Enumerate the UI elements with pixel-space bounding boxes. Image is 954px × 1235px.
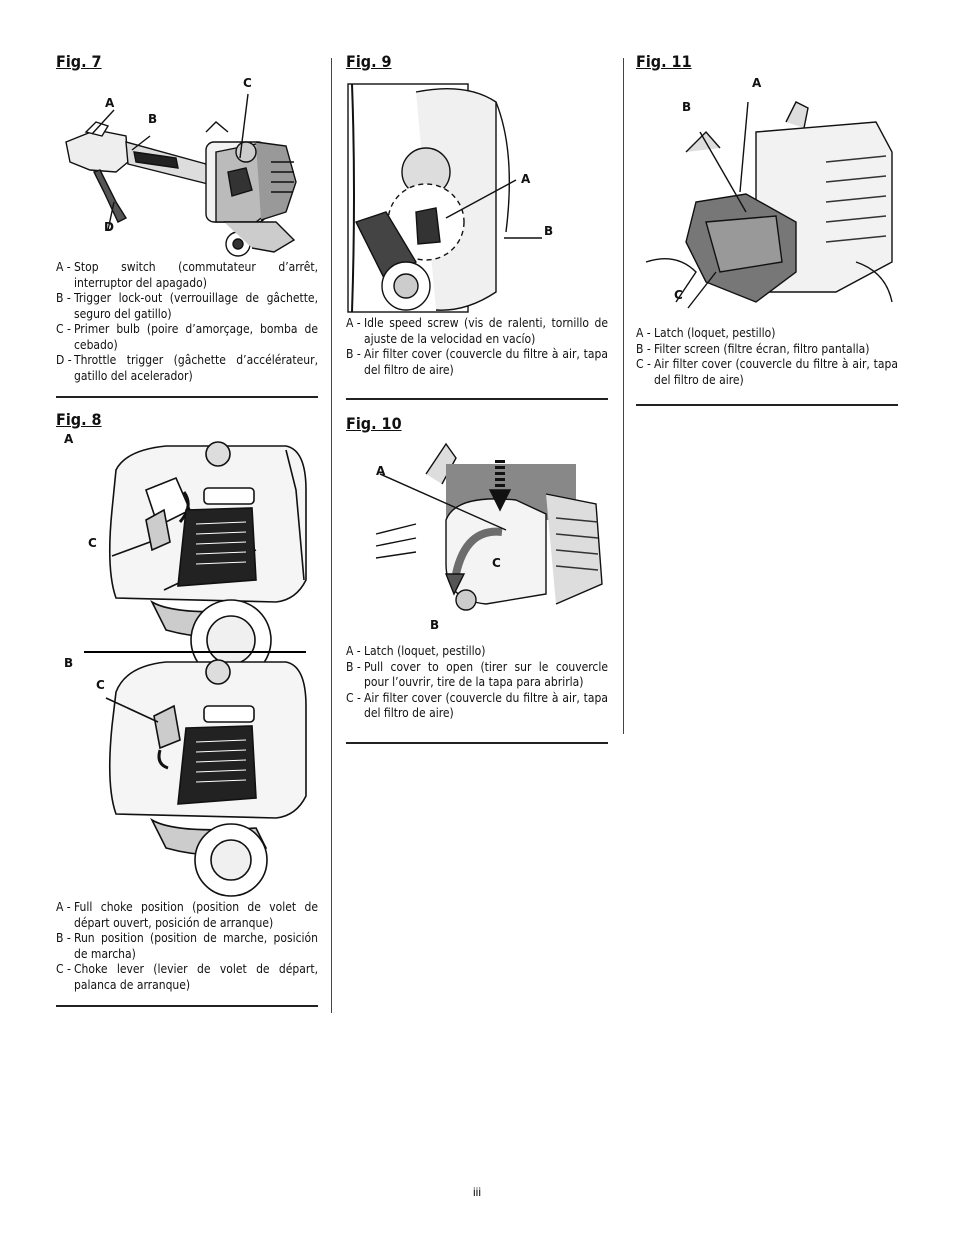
legend-item: B -Run position (position de marche, pos… (56, 931, 318, 961)
legend-item: B -Air filter cover (couvercle du filtre… (346, 347, 608, 377)
section-divider (636, 404, 898, 406)
fig10-title: Fig. 10 (346, 414, 402, 433)
fig11-label-b: B (682, 100, 692, 114)
fig9-legend: A -Idle speed screw (vis de ralenti, tor… (346, 316, 608, 378)
fig9-illustration: A B (346, 72, 608, 316)
fig7-illustration: A B C D (56, 72, 318, 260)
legend-item: B -Pull cover to open (tirer sur le couv… (346, 659, 608, 690)
legend-item: A -Idle speed screw (vis de ralenti, tor… (346, 316, 608, 346)
fig10-legend: A -Latch (loquet, pestillo) B -Pull cove… (346, 644, 608, 722)
legend-item: B -Filter screen (filtre écran, filtro p… (636, 341, 870, 356)
fig7-legend: A -Stop switch (commutateur d’arrêt, int… (56, 260, 318, 384)
fig11-legend: A -Latch (loquet, pestillo) B -Filter sc… (636, 326, 898, 388)
column-middle: Fig. 9 A B A -Idle speed screw (vis de r… (346, 52, 608, 744)
fig7-label-a: A (105, 96, 115, 110)
fig9-title: Fig. 9 (346, 52, 392, 71)
fig8-title: Fig. 8 (56, 410, 102, 429)
fig8-legend: A -Full choke position (position de vole… (56, 900, 318, 993)
legend-item: D -Throttle trigger (gâchette d’accéléra… (56, 353, 318, 383)
fig11-illustration: A B C (636, 72, 898, 316)
idle-screw-illustration (347, 83, 542, 313)
column-divider-2 (623, 58, 624, 734)
string-trimmer-illustration (65, 93, 297, 257)
fig11-label-c: C (674, 288, 683, 302)
fig7-title: Fig. 7 (56, 52, 102, 71)
fig9-label-b: B (544, 224, 554, 238)
section-divider (56, 1005, 318, 1007)
legend-item: C -Air filter cover (couvercle du filtre… (636, 357, 898, 387)
fig10-label-b: B (430, 618, 440, 632)
column-right: Fig. 11 A B C A -Latch (loquet (636, 52, 898, 406)
legend-item: A -Full choke position (position de vole… (56, 900, 318, 930)
legend-item: C -Choke lever (levier de volet de dépar… (56, 962, 318, 992)
fig11-label-a: A (752, 76, 762, 90)
fig7-label-b: B (148, 112, 158, 126)
fig10-label-c: C (492, 556, 501, 570)
section-divider (346, 741, 608, 744)
fig8-label-c-bottom: C (96, 678, 105, 692)
legend-item: C -Primer bulb (poire d’amorçage, bomba … (56, 322, 318, 352)
column-divider-1 (331, 58, 332, 1013)
section-divider (56, 396, 318, 398)
legend-item: B -Trigger lock-out (verrouillage de gâc… (56, 291, 318, 321)
fig7-label-c: C (243, 76, 252, 90)
choke-lever-illustration (84, 441, 307, 897)
legend-item: A -Latch (loquet, pestillo) (636, 326, 776, 340)
fig8-label-c-top: C (88, 536, 97, 550)
legend-item: A -Stop switch (commutateur d’arrêt, int… (56, 260, 318, 290)
section-divider (346, 398, 608, 400)
page-number: iii (473, 1185, 481, 1199)
air-filter-cover-open-illustration (375, 442, 603, 611)
fig8-illustration: A C B C (56, 430, 318, 900)
column-left: Fig. 7 (56, 52, 318, 1007)
legend-item: A -Latch (loquet, pestillo) (346, 644, 486, 658)
fig11-title: Fig. 11 (636, 52, 692, 71)
legend-item: C -Air filter cover (couvercle du filtre… (346, 690, 608, 721)
filter-screen-illustration (645, 101, 893, 309)
fig8-label-b: B (64, 656, 74, 670)
fig10-label-a: A (376, 464, 386, 478)
fig8-label-a: A (64, 432, 74, 446)
fig7-label-d: D (104, 220, 114, 234)
fig10-illustration: A C B (346, 434, 608, 644)
fig9-label-a: A (521, 172, 531, 186)
